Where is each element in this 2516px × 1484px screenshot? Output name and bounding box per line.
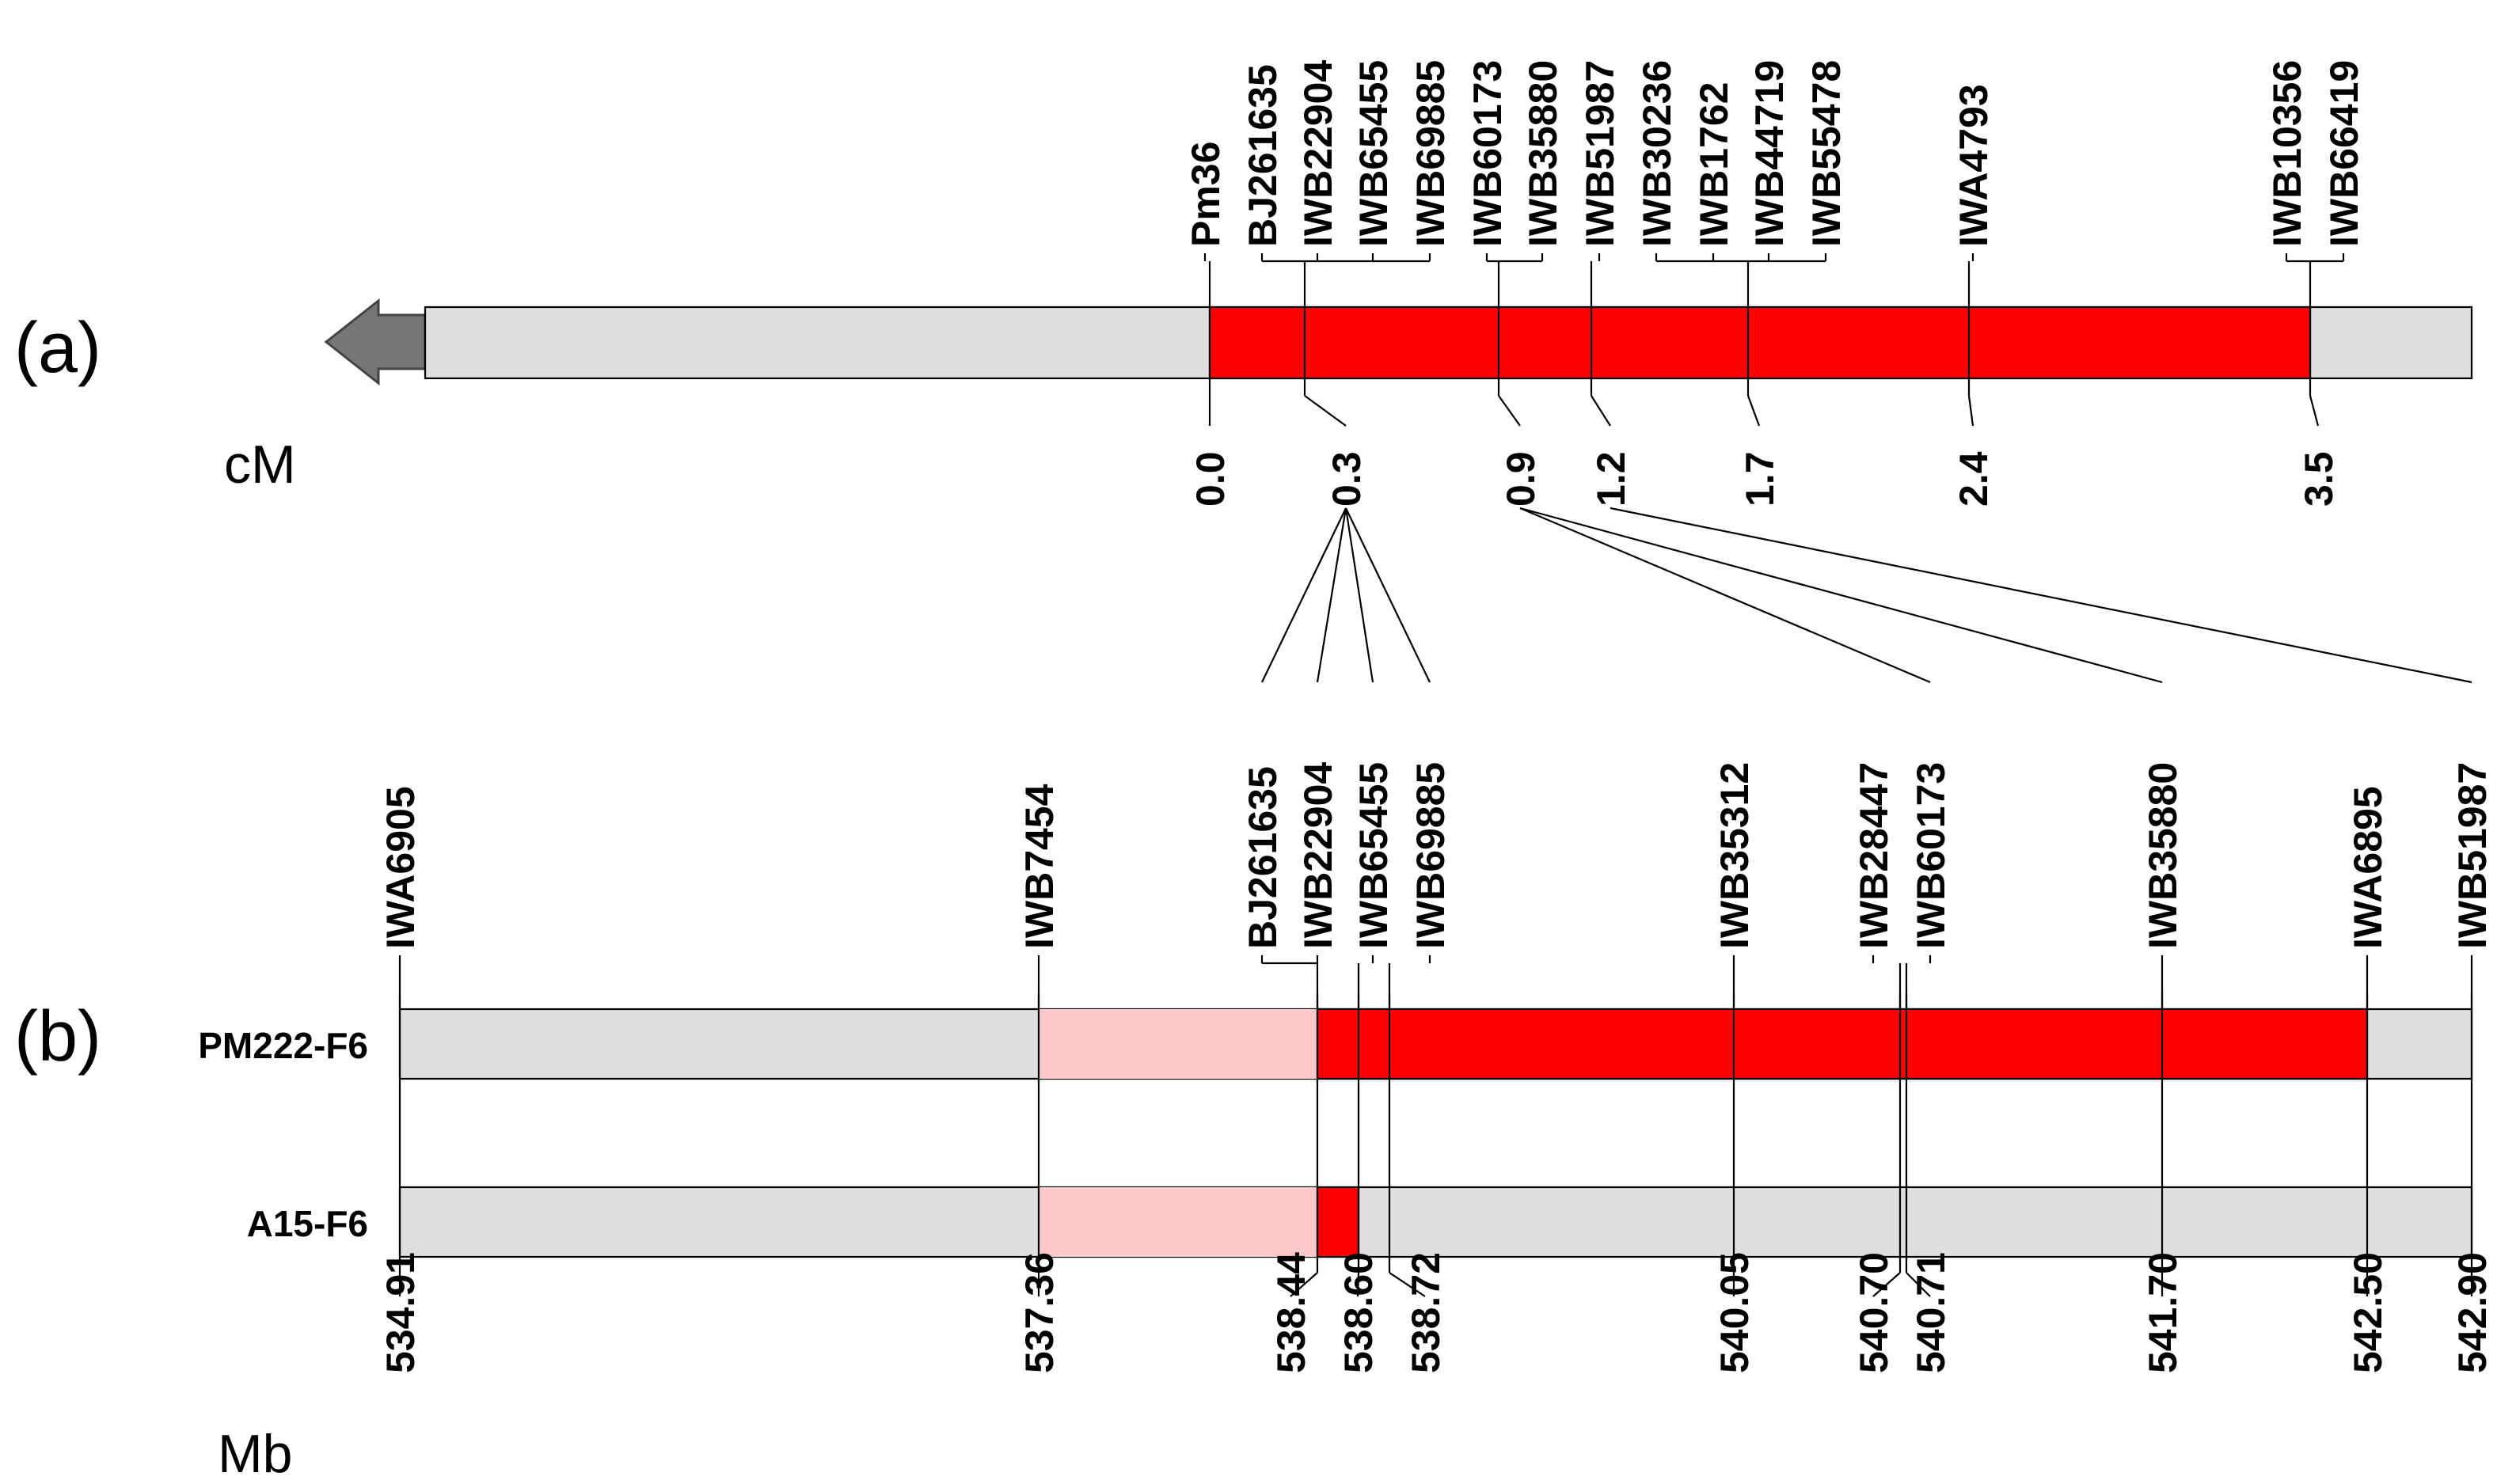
position-stem — [1389, 1272, 1426, 1297]
position-stem — [1356, 1272, 1360, 1297]
position-stem — [1290, 1272, 1318, 1297]
marker-label: IWB51987 — [1578, 60, 1622, 247]
marker-label: Pm36 — [1184, 142, 1228, 247]
marker-label: IWB7454 — [1017, 784, 1062, 949]
link-line — [1610, 507, 2472, 684]
tick-stem — [2309, 395, 2320, 427]
link-line — [1316, 507, 1347, 683]
cm-position-label: 0.0 — [1188, 451, 1233, 507]
marker-label: IWB28447 — [1852, 762, 1896, 949]
line-name-label: A15-F6 — [247, 1203, 368, 1244]
marker-label: IWB55478 — [1804, 60, 1849, 247]
interval-region — [1316, 1008, 2369, 1080]
marker-label: IWB69885 — [1408, 60, 1453, 247]
marker-label: IWB60173 — [1909, 762, 1953, 949]
marker-label: IWB1762 — [1692, 82, 1736, 247]
mb-position-label: 540.70 — [1852, 1252, 1896, 1373]
marker-label: BJ261635 — [1241, 64, 1285, 247]
cm-position-label: 3.5 — [2297, 451, 2341, 507]
flank-region — [1039, 1187, 1317, 1257]
tick-stem — [1967, 395, 1974, 427]
link-line — [1345, 507, 1431, 683]
cm-position-label: 2.4 — [1952, 451, 1996, 507]
mb-position-label: 542.90 — [2450, 1252, 2495, 1373]
link-line — [1519, 507, 1931, 684]
arrow-icon — [324, 298, 427, 386]
mb-position-label: 537.36 — [1017, 1252, 1062, 1373]
mb-position-label: 542.50 — [2346, 1252, 2390, 1373]
marker-label: IWB65455 — [1351, 60, 1396, 247]
mb-position-label: 541.70 — [2141, 1252, 2185, 1373]
cm-position-label: 0.3 — [1325, 451, 1369, 507]
link-line — [1519, 507, 2163, 684]
cm-position-label: 0.9 — [1499, 451, 1543, 507]
tick-stem — [1304, 395, 1347, 427]
marker-label: IWB30236 — [1635, 60, 1679, 247]
position-stem — [1906, 1272, 1931, 1297]
marker-links — [1261, 507, 2472, 684]
marker-label: IWB35880 — [1521, 60, 1565, 247]
mb-position-label: 534.91 — [378, 1252, 423, 1373]
cm-unit-label: cM — [224, 435, 296, 495]
marker-label: IWB22904 — [1296, 762, 1340, 949]
marker-label: IWB60173 — [1465, 60, 1510, 247]
marker-label: IWB66419 — [2322, 60, 2366, 247]
cm-position-label: 1.7 — [1738, 451, 1782, 507]
marker-label: IWA6895 — [2346, 786, 2390, 949]
marker-label: BJ261635 — [1241, 766, 1285, 949]
marker-label: IWB44719 — [1747, 60, 1792, 247]
marker-label: IWB65455 — [1351, 762, 1396, 949]
cm-position-label: 1.2 — [1589, 451, 1633, 507]
flank-region — [1039, 1009, 1317, 1079]
interval-bar — [1208, 306, 2312, 380]
panel-a-label: (a) — [14, 309, 101, 388]
marker-label: IWA6905 — [378, 786, 423, 949]
marker-label: IWB51987 — [2450, 762, 2495, 949]
line-bar — [398, 1186, 2473, 1258]
marker-label: IWB35312 — [1712, 762, 1757, 949]
line-name-label: PM222-F6 — [198, 1025, 368, 1066]
marker-label: IWB22904 — [1296, 60, 1340, 247]
mb-position-label: 540.05 — [1712, 1252, 1757, 1373]
link-line — [1261, 507, 1347, 683]
mb-position-label: 538.60 — [1336, 1252, 1381, 1373]
tick-stem — [1591, 395, 1611, 427]
mb-unit-label: Mb — [218, 1424, 292, 1484]
marker-label: IWB35880 — [2141, 762, 2185, 949]
mb-position-label: 538.72 — [1404, 1252, 1448, 1373]
mb-position-label: 538.44 — [1269, 1252, 1313, 1373]
marker-label: IWA4793 — [1952, 84, 1996, 247]
marker-label: IWB69885 — [1408, 762, 1453, 949]
mb-position-label: 540.71 — [1909, 1252, 1953, 1373]
marker-label: IWB10356 — [2265, 60, 2309, 247]
interval-region — [1316, 1186, 1360, 1258]
position-stem — [1872, 1272, 1901, 1297]
tick-stem — [1498, 395, 1521, 427]
link-line — [1344, 507, 1374, 683]
tick-stem — [1746, 395, 1761, 427]
panel-b-label: (b) — [14, 997, 101, 1076]
